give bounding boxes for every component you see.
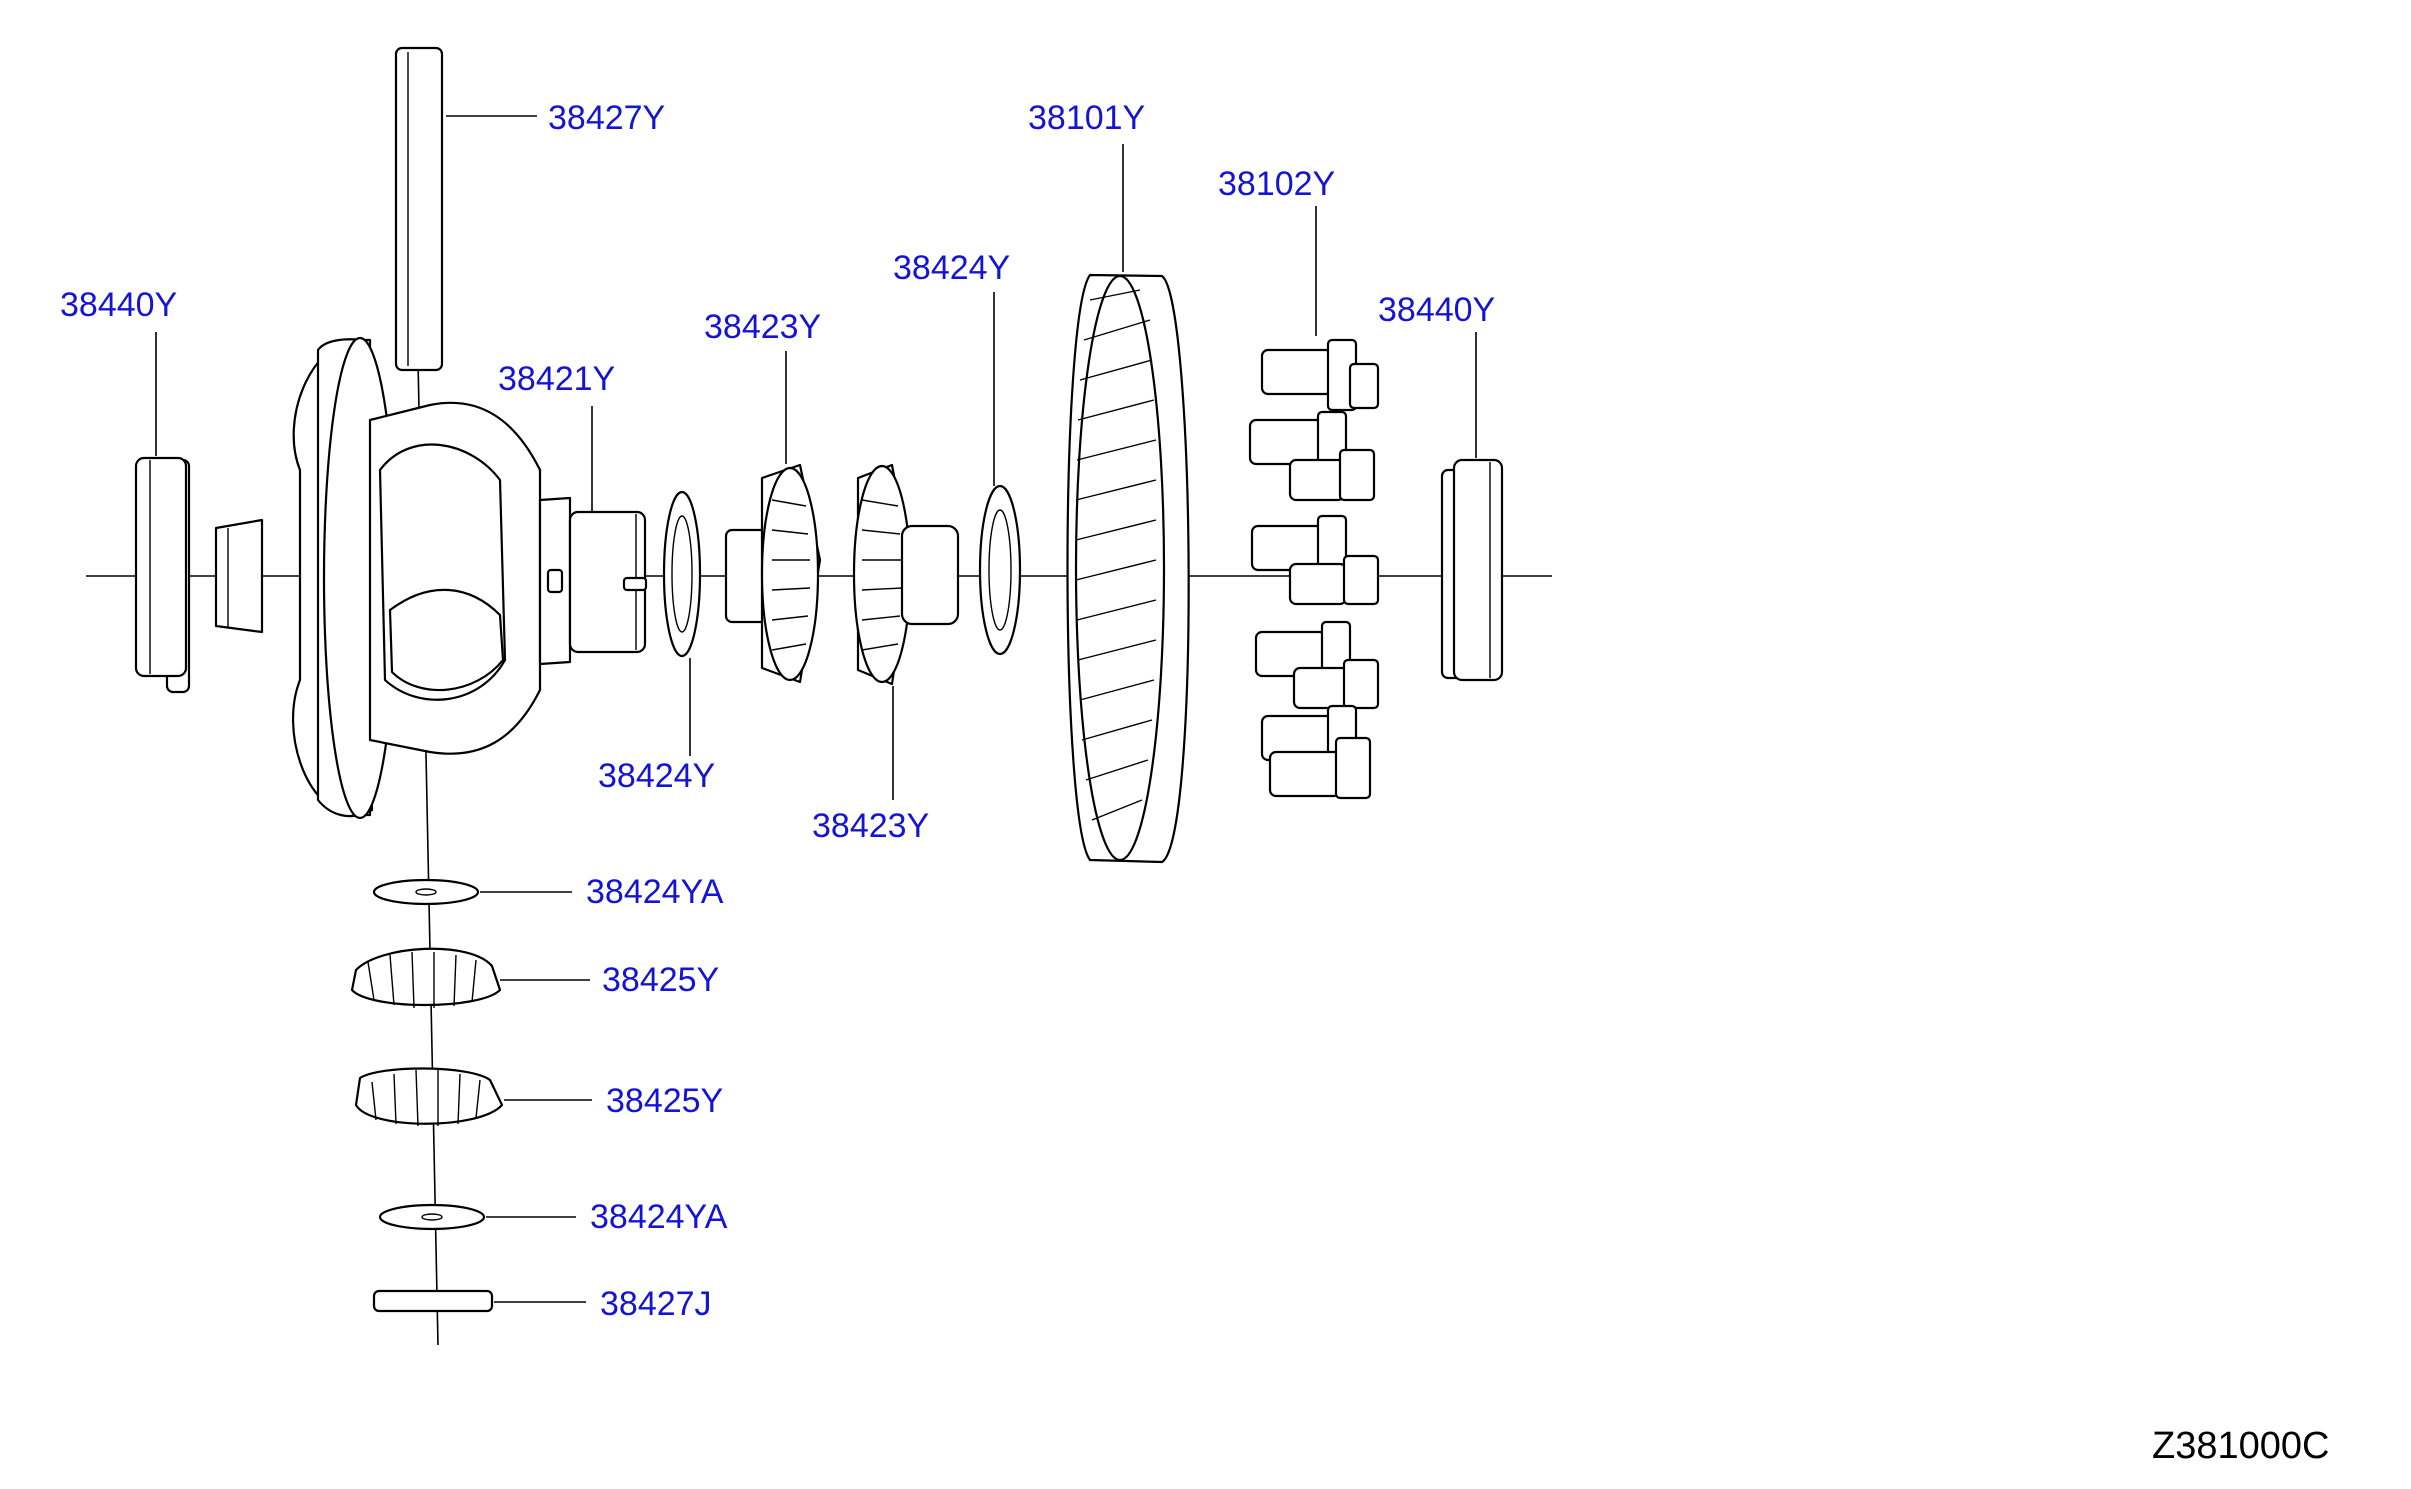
pinion-washer-top <box>372 878 480 906</box>
left-side-bearing <box>134 456 191 694</box>
callout-ring-gear[interactable]: 38101Y <box>1028 99 1146 137</box>
differential-case <box>214 336 648 820</box>
callout-differential-case[interactable]: 38421Y <box>498 360 616 398</box>
right-side-bearing <box>1440 458 1504 682</box>
callout-pinion-gear-bottom[interactable]: 38425Y <box>606 1082 724 1120</box>
pinion-shaft <box>394 46 444 372</box>
callout-small-pinion-shaft[interactable]: 38427J <box>600 1285 712 1323</box>
callout-side-gear-left[interactable]: 38423Y <box>704 308 822 346</box>
callout-thrust-washer-left[interactable]: 38424Y <box>598 757 716 795</box>
pinion-washer-bottom <box>378 1203 486 1231</box>
callout-pinion-shaft[interactable]: 38427Y <box>548 99 666 137</box>
callout-right-bearing[interactable]: 38440Y <box>1378 291 1496 329</box>
ring-gear <box>1066 273 1190 864</box>
callout-pinion-gear-top[interactable]: 38425Y <box>602 961 720 999</box>
pinion-gear-bottom <box>354 1067 504 1127</box>
side-gear-right <box>852 463 960 686</box>
diagram-code: Z381000C <box>2152 1425 2330 1467</box>
pinion-gear-top <box>350 947 502 1009</box>
small-pinion-shaft <box>372 1289 494 1313</box>
side-gear-left <box>724 463 822 684</box>
leader-lines <box>155 115 1477 1303</box>
callout-pinion-washer-bottom[interactable]: 38424YA <box>590 1198 728 1236</box>
callout-pinion-washer-top[interactable]: 38424YA <box>586 873 724 911</box>
callout-left-bearing[interactable]: 38440Y <box>60 286 178 324</box>
thrust-washer-right <box>978 484 1022 656</box>
ring-gear-bolts <box>1248 338 1380 800</box>
callout-side-gear-right[interactable]: 38423Y <box>812 807 930 845</box>
callout-thrust-washer-right[interactable]: 38424Y <box>893 249 1011 287</box>
thrust-washer-left <box>662 490 702 658</box>
callout-ring-gear-bolts[interactable]: 38102Y <box>1218 165 1336 203</box>
